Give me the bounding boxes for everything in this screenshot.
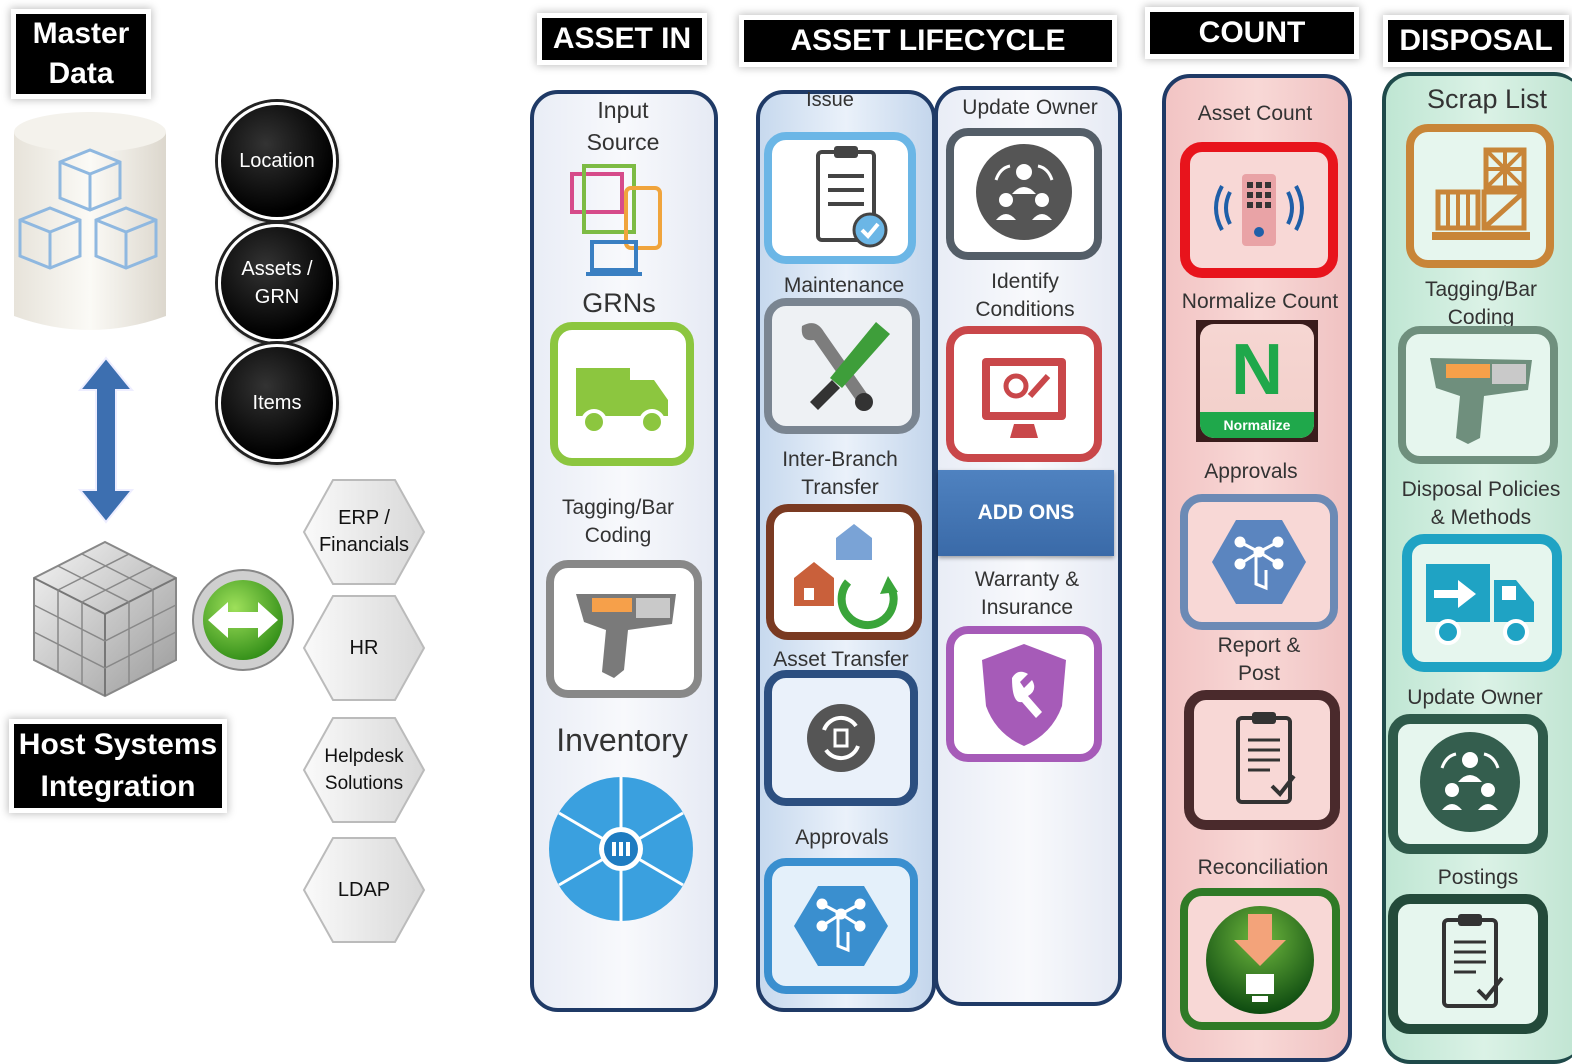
host-systems-title: Host Systems Integration	[14, 724, 222, 808]
asset-count-icon	[1180, 142, 1338, 278]
label-identify-conditions: Identify Conditions	[975, 270, 1075, 321]
label-input-source: Input Source	[586, 97, 660, 155]
label-report-post: Report & Post	[1217, 634, 1301, 685]
header-disposal: DISPOSAL	[1388, 20, 1564, 62]
label-warranty: Warranty & Insurance	[974, 568, 1080, 619]
cube-icon	[30, 538, 180, 700]
reconciliation-icon	[1180, 888, 1340, 1030]
label-inventory: Inventory	[556, 722, 688, 758]
label-tagging: Tagging/Bar Coding	[561, 496, 675, 547]
node-location: Location	[218, 102, 336, 220]
inventory-wheel-icon	[548, 776, 694, 922]
label-maintenance: Maintenance	[783, 274, 905, 297]
label-asset-count: Asset Count	[1197, 102, 1313, 125]
report-post-icon	[1184, 690, 1340, 830]
label-approvals-lifecycle: Approvals	[795, 826, 889, 849]
bidirectional-arrow-icon	[77, 356, 135, 524]
normalize-badge: Normalize	[1200, 412, 1314, 438]
node-assets-grn: Assets / GRN	[218, 224, 336, 342]
database-icon	[12, 110, 168, 338]
grn-truck-icon	[550, 322, 694, 466]
approvals-lifecycle-icon	[764, 858, 918, 994]
label-reconciliation: Reconciliation	[1197, 856, 1329, 879]
system-helpdesk: Helpdesk Solutions	[302, 716, 426, 824]
barcode-scanner-icon	[546, 560, 702, 698]
label-update-owner-disposal: Update Owner	[1407, 686, 1543, 709]
master-data-title: Master Data	[16, 14, 146, 94]
label-asset-transfer: Asset Transfer	[773, 648, 909, 671]
label-inter-branch: Inter-Branch Transfer	[782, 448, 898, 499]
update-owner-disposal-icon	[1388, 714, 1548, 854]
header-asset-lifecycle: ASSET LIFECYCLE	[744, 20, 1112, 62]
barcode-scanner-disposal-icon	[1398, 326, 1558, 464]
label-grns: GRNs	[582, 288, 656, 318]
system-hr: HR	[302, 594, 426, 702]
update-owner-icon	[946, 128, 1102, 260]
label-update-owner: Update Owner	[962, 96, 1098, 119]
normalize-icon: N Normalize	[1196, 320, 1318, 442]
label-issue: Issue	[806, 89, 854, 111]
postings-icon	[1388, 894, 1548, 1034]
disposal-truck-icon	[1402, 534, 1562, 672]
label-scrap-list: Scrap List	[1426, 84, 1548, 114]
inter-branch-transfer-icon	[766, 504, 922, 640]
label-approvals-count: Approvals	[1204, 460, 1298, 483]
label-tagging-disposal: Tagging/Bar Coding	[1424, 278, 1538, 329]
identify-conditions-icon	[946, 326, 1102, 462]
asset-transfer-icon	[764, 670, 918, 806]
issue-clipboard-icon	[764, 132, 916, 264]
header-count: COUNT	[1150, 12, 1354, 54]
system-erp: ERP / Financials	[302, 478, 426, 586]
label-disposal-policies: Disposal Policies & Methods	[1401, 478, 1561, 529]
system-ldap: LDAP	[302, 836, 426, 944]
label-postings: Postings	[1437, 866, 1519, 889]
maintenance-tools-icon	[764, 298, 920, 434]
label-normalize-count: Normalize Count	[1181, 290, 1339, 313]
normalize-letter: N	[1231, 330, 1283, 410]
scrap-list-icon	[1406, 124, 1554, 268]
sync-arrow-icon	[190, 566, 296, 674]
node-items: Items	[218, 344, 336, 462]
devices-icon	[570, 162, 666, 276]
warranty-shield-icon	[946, 626, 1102, 762]
approvals-count-icon	[1180, 494, 1338, 630]
header-asset-in: ASSET IN	[542, 18, 702, 60]
add-ons-banner: ADD ONS	[938, 470, 1114, 556]
